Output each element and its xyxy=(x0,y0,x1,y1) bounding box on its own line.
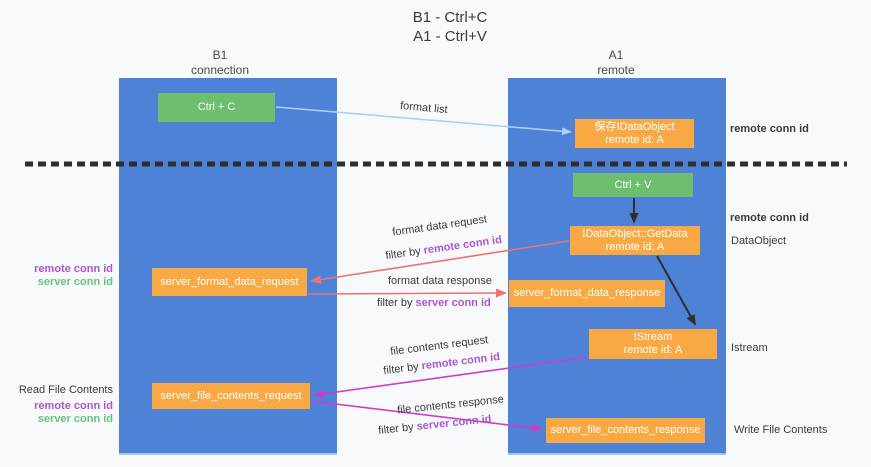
remote-conn-id-text: remote conn id xyxy=(420,350,501,373)
left-conn-id-block-bottom: remote conn id server conn id xyxy=(18,400,113,426)
left-conn-id-block-top: remote conn id server conn id xyxy=(18,263,113,289)
getdata-line1: IDataObject::GetData xyxy=(582,227,688,240)
label-format-list: format list xyxy=(399,99,449,117)
write-file-contents-label: Write File Contents xyxy=(734,424,828,436)
right-dataobject-label: DataObject xyxy=(731,235,787,247)
filter-by-text: filter by xyxy=(384,245,422,263)
lane-header-a1: A1 remote xyxy=(516,48,716,78)
right-istream-label: Istream xyxy=(731,342,768,354)
node-server-format-data-request: server_format_data_request xyxy=(152,268,307,296)
right-remote-conn-id-top: remote conn id xyxy=(730,123,809,135)
right-remote-conn-id-mid: remote conn id xyxy=(730,212,809,224)
node-ctrl-v: Ctrl + V xyxy=(573,173,693,197)
arrow-format-data-response xyxy=(307,288,507,298)
node-save-idataobject: 保存IDataObject remote id: A xyxy=(575,119,694,148)
save-idataobject-line2: remote id: A xyxy=(605,133,664,146)
lane-b1-name: B1 xyxy=(212,48,228,62)
read-file-contents-label: Read File Contents xyxy=(18,384,113,396)
server-file-contents-request-label: server_file_contents_request xyxy=(160,389,302,402)
node-idataobject-getdata: IDataObject::GetData remote id: A xyxy=(570,226,700,255)
save-idataobject-line1: 保存IDataObject xyxy=(594,120,675,133)
server-format-data-response-label: server_format_data_response xyxy=(513,287,661,299)
diagram-title-line2: A1 - Ctrl+V xyxy=(413,28,487,45)
getdata-line2: remote id: A xyxy=(605,240,665,253)
server-conn-id-text: server conn id xyxy=(416,413,493,433)
label-filter-server-1: filter by server conn id xyxy=(377,297,491,309)
lane-a1-subtitle: remote xyxy=(597,63,635,77)
label-filter-remote-1: filter by remote conn id xyxy=(385,234,503,262)
lane-b1-subtitle: connection xyxy=(190,63,250,77)
server-conn-id-text: server conn id xyxy=(415,297,491,309)
left-remote-conn-id-1: remote conn id xyxy=(34,263,113,275)
node-server-format-data-response: server_format_data_response xyxy=(509,280,665,307)
filter-by-text: filter by xyxy=(377,297,413,309)
ctrl-c-label: Ctrl + C xyxy=(197,101,236,113)
server-file-contents-response-label: server_file_contents_response xyxy=(550,424,701,436)
istream-line2: remote id: A xyxy=(623,344,683,356)
filter-by-text: filter by xyxy=(377,421,415,437)
label-format-data-request: format data request xyxy=(391,213,488,239)
node-ctrl-c: Ctrl + C xyxy=(158,93,275,122)
lane-header-b1: B1 connection xyxy=(120,48,320,78)
left-server-conn-id-2: server conn id xyxy=(37,413,113,425)
ctrl-v-label: Ctrl + V xyxy=(614,178,652,191)
istream-line1: IStream xyxy=(633,331,673,343)
node-istream: IStream remote id: A xyxy=(589,329,717,359)
node-server-file-contents-response: server_file_contents_response xyxy=(546,418,705,443)
left-server-conn-id-1: server conn id xyxy=(37,276,113,288)
node-server-file-contents-request: server_file_contents_request xyxy=(152,383,310,409)
label-format-data-response: format data response xyxy=(388,275,492,287)
diagram-title-line1: B1 - Ctrl+C xyxy=(412,9,488,26)
left-remote-conn-id-2: remote conn id xyxy=(34,400,113,412)
server-format-data-request-label: server_format_data_request xyxy=(160,275,299,288)
filter-by-text: filter by xyxy=(382,360,420,378)
remote-conn-id-text: remote conn id xyxy=(422,233,503,257)
label-filter-server-2: filter by server conn id xyxy=(378,413,492,437)
lane-a1-name: A1 xyxy=(608,48,624,62)
